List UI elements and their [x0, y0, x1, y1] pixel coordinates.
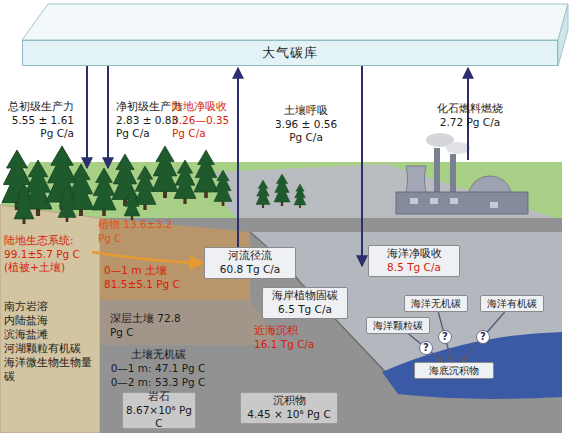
- factory-window: [410, 198, 418, 204]
- node-text: 海岸植物固碳: [272, 289, 338, 303]
- gpp-arrow: [86, 66, 88, 168]
- pool-box: 海底沉积物: [414, 362, 494, 379]
- npp-arrow: [107, 66, 109, 168]
- atmosphere-top-face: [22, 4, 568, 40]
- edge-label: ?: [438, 330, 452, 344]
- factory-window: [430, 198, 438, 204]
- atmosphere-band: 大气碳库: [22, 40, 558, 66]
- flux-box: 海洋净吸收8.5 Tg C/a: [368, 245, 460, 277]
- chimney: [434, 148, 440, 194]
- annotation-text: 化石燃料燃烧 2.72 Pg C/a: [428, 102, 512, 129]
- ocean-uptake-arrow: [361, 66, 363, 266]
- edge-label: ?: [476, 330, 490, 344]
- annotation-text: 海洋微生物生物量碳: [4, 356, 100, 383]
- deep-soil-layer: [100, 300, 280, 345]
- runoff-flow-arrow: [92, 252, 203, 263]
- annotation-text: 近海沉积 16.1 Tg C/a: [254, 324, 318, 351]
- node-text: 60.8 Tg C/a: [220, 263, 280, 277]
- block-left-face: [0, 205, 100, 433]
- flux-box: 河流径流60.8 Tg C/a: [204, 247, 296, 279]
- tree: [92, 168, 116, 216]
- pool-box: 沉积物4.45 × 10⁶ Pg C: [240, 392, 338, 424]
- node-text: 河流径流: [228, 249, 272, 263]
- bedrock-face: [100, 218, 562, 433]
- tree: [152, 146, 178, 198]
- flux-connector: [438, 312, 451, 362]
- annotation-text: 陆地生态系统: 99.1±5.7 Pg C (植被+土壤): [4, 234, 84, 275]
- factory-building: [396, 192, 528, 214]
- pool-box: 海洋无机碳: [404, 295, 468, 312]
- chimney: [450, 154, 456, 194]
- node-text: 海底沉积物: [429, 365, 479, 377]
- annotation-text: 土壤无机碳: [108, 348, 208, 362]
- factory-window: [450, 198, 458, 204]
- annotation-text: 滨海盐滩: [4, 328, 100, 342]
- annotation-text: 陆地净吸收 0.26—0.35 Pg C/a: [172, 100, 234, 141]
- node-text: 6.5 Tg C/a: [278, 303, 332, 317]
- node-text: 海洋颗粒碳: [373, 320, 423, 332]
- pool-box: 海洋颗粒碳: [366, 317, 430, 334]
- pool-box: 岩石8.67×10⁶ Pg C: [122, 392, 196, 429]
- pool-box: 海洋有机碳: [480, 295, 544, 312]
- annotation-text: 0—2 m: 53.3 Pg C: [108, 376, 208, 390]
- smoke: [446, 142, 470, 154]
- node-text: 8.5 Tg C/a: [387, 261, 441, 275]
- flux-box: 海岸植物固碳6.5 Tg C/a: [262, 287, 348, 319]
- tree: [58, 186, 76, 222]
- annotation-text: 南方岩溶: [4, 300, 100, 314]
- tree: [14, 184, 34, 224]
- tree: [174, 160, 196, 204]
- tree: [214, 170, 232, 206]
- seabed-sediment-area: [382, 332, 562, 399]
- node-text: 海洋无机碳: [411, 298, 461, 310]
- annotation-text: 0—1 m 土壤 81.5±5.1 Pg C: [104, 264, 198, 291]
- node-text: 海洋净吸收: [387, 247, 442, 261]
- annotation-text: 总初级生产力 5.55 ± 1.61 Pg C/a: [4, 100, 74, 141]
- node-text: 8.67×10⁶ Pg C: [125, 404, 193, 431]
- edge-label: ?: [419, 341, 433, 355]
- soil-respiration-arrow: [237, 68, 239, 247]
- tree: [294, 184, 306, 208]
- node-text: 海洋有机碳: [487, 298, 537, 310]
- node-text: 沉积物: [273, 394, 306, 408]
- atmosphere-side-face: [558, 4, 568, 66]
- annotation-text: 植物 13.6±3.2 Pg C: [98, 218, 178, 245]
- tree: [124, 188, 140, 220]
- tree: [256, 180, 270, 208]
- annotation-text: 深层土壤 72.8 Pg C: [110, 312, 192, 339]
- tree: [274, 174, 290, 206]
- flux-connector: [461, 312, 504, 362]
- node-text: 岩石: [148, 390, 170, 404]
- node-text: 大气碳库: [262, 45, 318, 62]
- annotation-text: 内陆盐海: [4, 314, 100, 328]
- factory-window: [490, 202, 498, 208]
- annotation-text: 土壤呼吸 3.96 ± 0.56 Pg C/a: [272, 104, 340, 145]
- node-text: 4.45 × 10⁶ Pg C: [247, 408, 330, 422]
- tree: [194, 150, 218, 198]
- annotation-text: 河湖颗粒有机碳: [4, 342, 100, 356]
- annotation-text: 0—1 m: 47.1 Pg C: [108, 362, 208, 376]
